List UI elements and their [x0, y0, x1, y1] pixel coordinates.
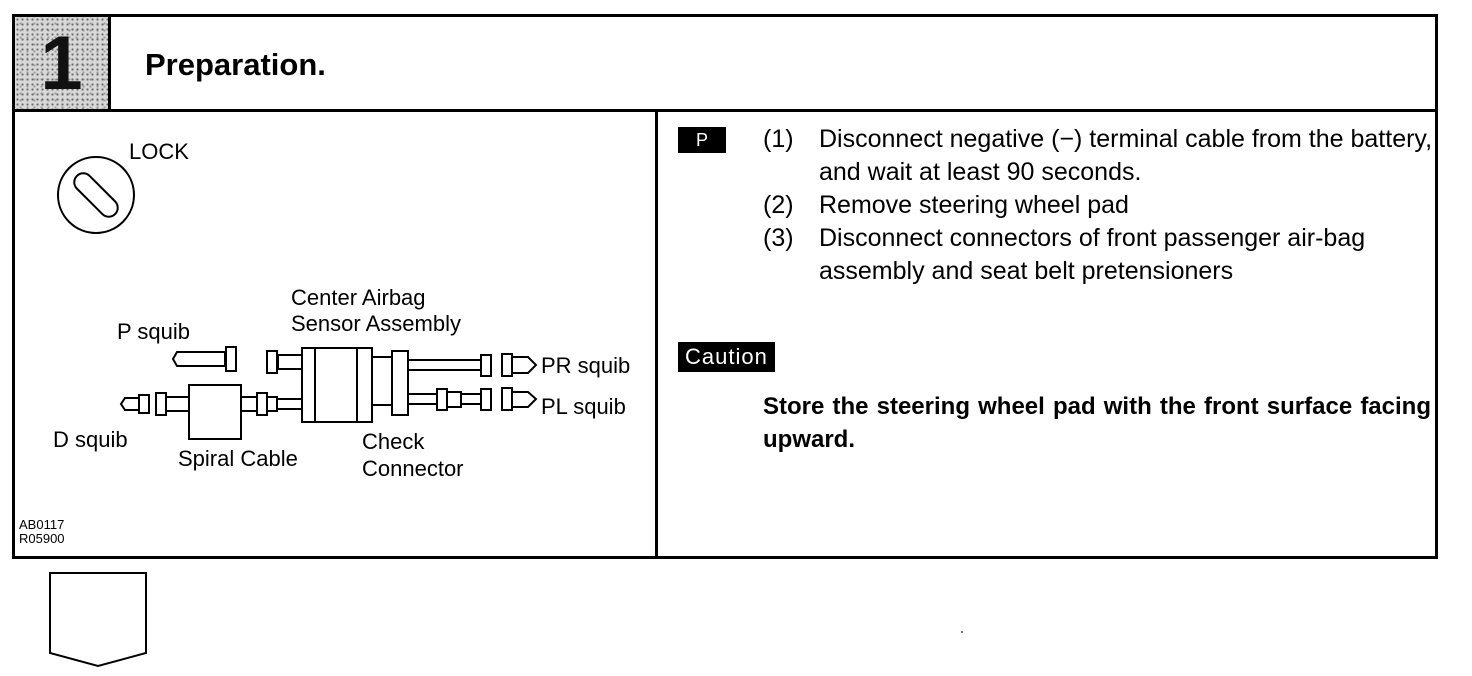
ignition-lock-icon: [57, 156, 135, 234]
step-item-number: (2): [763, 191, 794, 219]
center-airbag-label-2: Sensor Assembly: [291, 311, 461, 336]
center-airbag-label-1: Center Airbag: [291, 285, 426, 310]
step-item-text: Remove steering wheel pad: [819, 191, 1129, 219]
wiring-illustration: LOCK Center Airbag Sensor Assembly P squ…: [15, 112, 655, 556]
pl-squib-label: PL squib: [541, 394, 626, 419]
figure-code-line-1: AB0117: [19, 517, 64, 532]
step-item-number: (1): [763, 125, 794, 153]
caution-badge: Caution: [678, 342, 775, 372]
step-item: (2) Remove steering wheel pad: [763, 189, 1433, 222]
lock-label: LOCK: [129, 139, 189, 164]
instructions-panel: P (1) Disconnect negative (−) terminal c…: [658, 112, 1435, 556]
check-connector-label-2: Connector: [362, 456, 464, 481]
column-divider: [655, 112, 658, 556]
step-number: 1: [40, 20, 83, 106]
step-header: 1 Preparation.: [15, 17, 1435, 112]
step-number-box: 1: [15, 17, 111, 109]
check-connector-label-1: Check: [362, 429, 425, 454]
print-speck: [961, 631, 963, 633]
step-item-text: Disconnect negative (−) terminal cable f…: [819, 125, 1433, 186]
step-list: (1) Disconnect negative (−) terminal cab…: [763, 123, 1433, 288]
pr-squib-label: PR squib: [541, 353, 630, 378]
step-item: (1) Disconnect negative (−) terminal cab…: [763, 123, 1433, 189]
page-tab-marker: [49, 572, 147, 668]
step-item: (3) Disconnect connectors of front passe…: [763, 222, 1433, 288]
step-item-number: (3): [763, 224, 794, 252]
figure-code-line-2: R05900: [19, 531, 65, 546]
procedure-frame: 1 Preparation. LOCK Center Airbag Sensor…: [12, 14, 1438, 559]
step-title: Preparation.: [145, 47, 326, 82]
connector-assembly: [119, 346, 538, 440]
p-badge: P: [678, 127, 726, 153]
step-item-text: Disconnect connectors of front passenger…: [819, 224, 1366, 285]
airbag-wiring-diagram: LOCK Center Airbag Sensor Assembly P squ…: [19, 139, 630, 546]
caution-text: Store the steering wheel pad with the fr…: [763, 393, 1431, 453]
d-squib-label: D squib: [53, 427, 128, 452]
p-squib-label: P squib: [117, 319, 190, 344]
spiral-cable-label: Spiral Cable: [178, 446, 298, 471]
